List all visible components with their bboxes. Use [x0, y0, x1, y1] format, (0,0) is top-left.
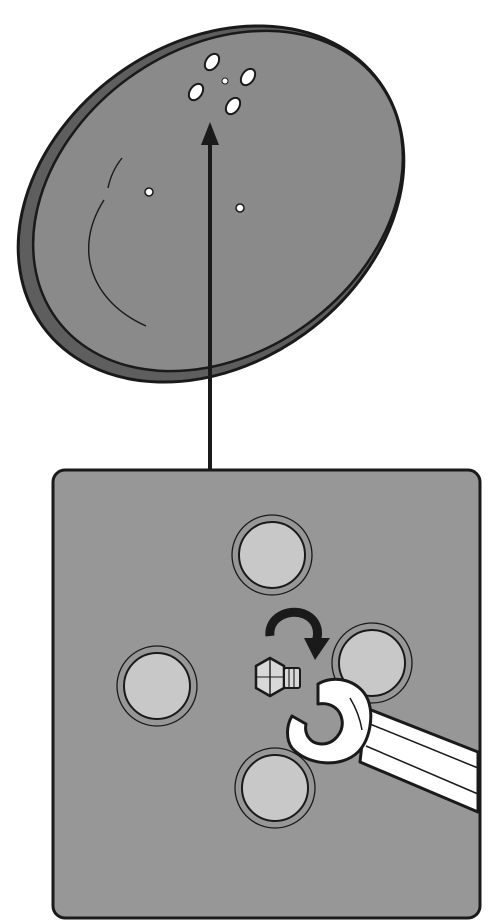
detail-hole-left: [116, 645, 198, 727]
up-arrow-icon: [201, 122, 219, 470]
plate-hole: [187, 82, 205, 102]
plate-center-dot: [221, 77, 229, 85]
clockwise-arrow-icon: [265, 607, 330, 660]
plate-screw-dot: [235, 203, 245, 213]
wrench-icon: [286, 677, 480, 814]
plate-hole: [224, 96, 242, 116]
detail-hole-right: [331, 622, 413, 704]
plate-hole: [239, 67, 257, 87]
plate-inner-curve: [88, 199, 147, 327]
nut-icon: [254, 656, 301, 698]
plate-face: [31, 29, 405, 373]
plate-hole: [203, 52, 221, 72]
plate-inner-curve-small: [107, 157, 123, 189]
detail-panel: [51, 468, 482, 920]
detail-hole-top: [231, 514, 313, 596]
detail-hole-bottom: [234, 747, 316, 829]
plate-screw-dot: [144, 187, 154, 197]
shower-head-plate: [16, 24, 406, 384]
